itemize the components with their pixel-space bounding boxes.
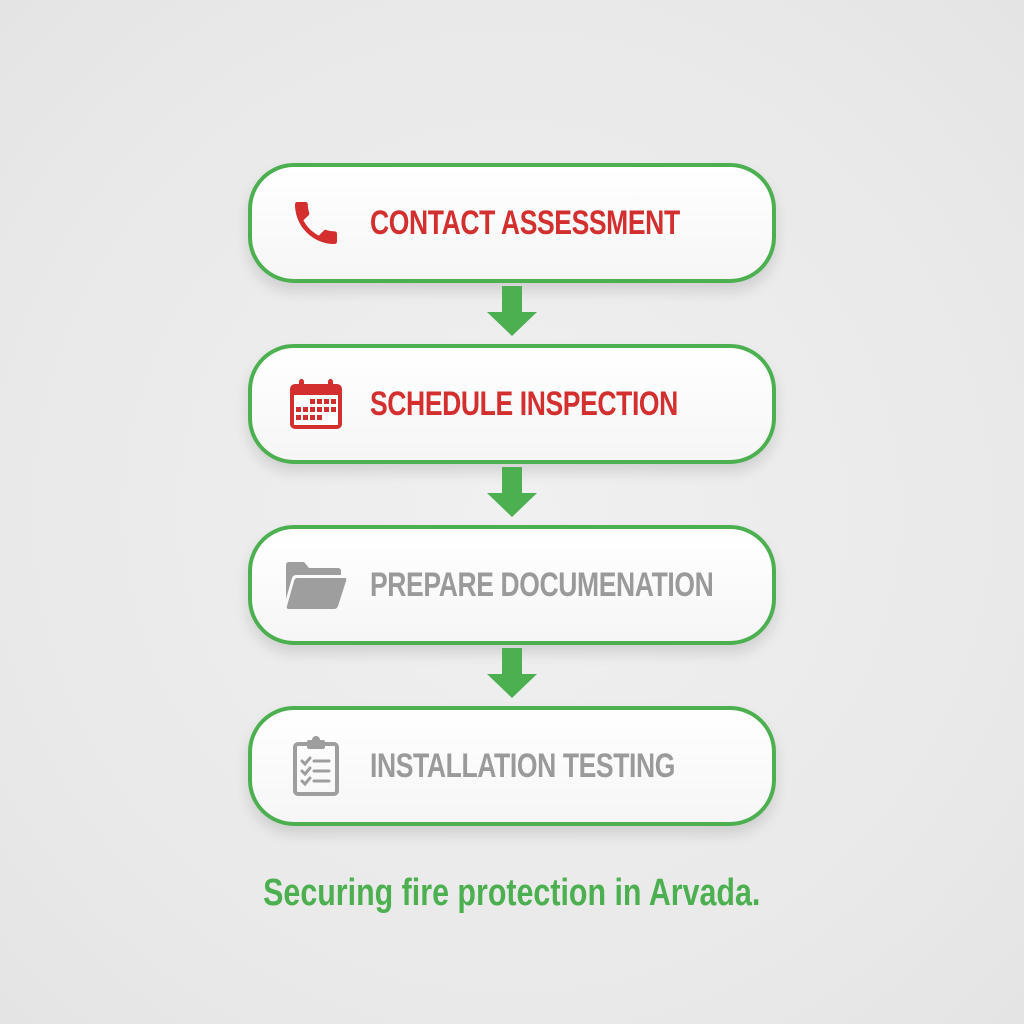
folder-icon [284,555,348,615]
step-label: CONTACT ASSESSMENT [370,204,680,242]
step-label: PREPARE DOCUMENATION [370,566,714,604]
arrow-down-icon [487,648,537,698]
tagline-text: Securing fire protection in Arvada. [263,872,761,914]
arrow-down-icon [487,467,537,517]
step-label: SCHEDULE INSPECTION [370,385,678,423]
phone-icon [284,193,348,253]
step-label: INSTALLATION TESTING [370,747,676,785]
step-contact-assessment: CONTACT ASSESSMENT [248,163,776,283]
arrow-down-icon [487,286,537,336]
clipboard-checklist-icon [284,736,348,796]
step-prepare-documentation: PREPARE DOCUMENATION [248,525,776,645]
tagline: Securing fire protection in Arvada. [0,872,1024,915]
step-installation-testing: INSTALLATION TESTING [248,706,776,826]
step-schedule-inspection: SCHEDULE INSPECTION [248,344,776,464]
calendar-icon [284,374,348,434]
